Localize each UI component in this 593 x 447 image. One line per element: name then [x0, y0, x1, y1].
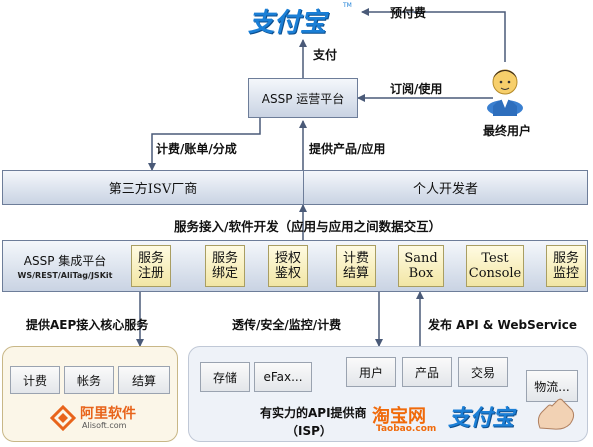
label-prepay: 预付费 — [390, 6, 427, 20]
alipay-logo-top: 支付宝 — [248, 8, 327, 38]
label-end-user: 最终用户 — [483, 124, 532, 138]
developer-individual: 个人开发者 — [412, 182, 478, 197]
label-service-access: 服务接入/软件开发（应用与应用之间数据交互） — [174, 219, 442, 234]
module-billing: 计费 结算 — [336, 245, 376, 287]
taobao-logo-text: 淘宝网 — [372, 406, 426, 427]
label-subscribe: 订阅/使用 — [390, 82, 443, 96]
end-user-icon — [487, 69, 523, 116]
aep-item-billing: 计费 — [10, 366, 60, 394]
module-sandbox: Sand Box — [398, 245, 444, 287]
label-passthrough: 透传/安全/监控/计费 — [232, 318, 342, 332]
isp-item-efax: eFax... — [254, 362, 312, 392]
arrow-prepay — [361, 8, 506, 62]
assp-operation-platform: ASSP 运营平台 — [248, 78, 358, 118]
isp-item-storage: 存储 — [200, 362, 250, 392]
label-billing: 计费/账单/分成 — [156, 142, 237, 156]
label-pay: 支付 — [313, 48, 338, 62]
isp-caption-line2: （ISP） — [286, 424, 332, 438]
isp-item-trade: 交易 — [458, 357, 508, 387]
hand-pointer-icon — [537, 398, 575, 430]
arrow-billing — [148, 118, 261, 171]
aep-item-accounts: 帐务 — [64, 366, 114, 394]
isp-item-product: 产品 — [402, 357, 452, 387]
alisoft-logo-icon — [50, 405, 76, 431]
isp-item-user: 用户 — [346, 357, 396, 387]
module-auth: 授权 鉴权 — [268, 245, 308, 287]
alisoft-logo-text: 阿里软件 — [80, 406, 136, 422]
taobao-logo-sub: Taobao.com — [376, 424, 437, 434]
integration-title: ASSP 集成平台 — [23, 254, 107, 268]
isp-item-logistics: 物流... — [526, 370, 578, 402]
label-provide-aep: 提供AEP接入核心服务 — [26, 318, 149, 332]
module-test-console: Test Console — [466, 245, 524, 287]
aep-group — [2, 346, 178, 442]
aep-item-settlement: 结算 — [118, 366, 170, 394]
trademark-icon: TM — [343, 2, 352, 9]
developers-bar: 第三方ISV厂商 个人开发者 — [2, 170, 588, 205]
isp-caption-line1: 有实力的API提供商 — [260, 406, 367, 420]
label-provide: 提供产品/应用 — [309, 142, 386, 156]
module-binding: 服务 绑定 — [205, 245, 245, 287]
alipay-logo-bottom: 支付宝 — [448, 406, 515, 431]
module-register: 服务 注册 — [131, 245, 171, 287]
developers-divider — [303, 171, 304, 204]
integration-subtitle: WS/REST/AliTag/JSKit — [17, 271, 113, 280]
module-monitor: 服务 监控 — [546, 245, 586, 287]
label-publish: 发布 API & WebService — [428, 318, 577, 332]
alisoft-logo-sub: Alisoft.com — [82, 421, 127, 430]
developer-isv: 第三方ISV厂商 — [108, 182, 198, 197]
